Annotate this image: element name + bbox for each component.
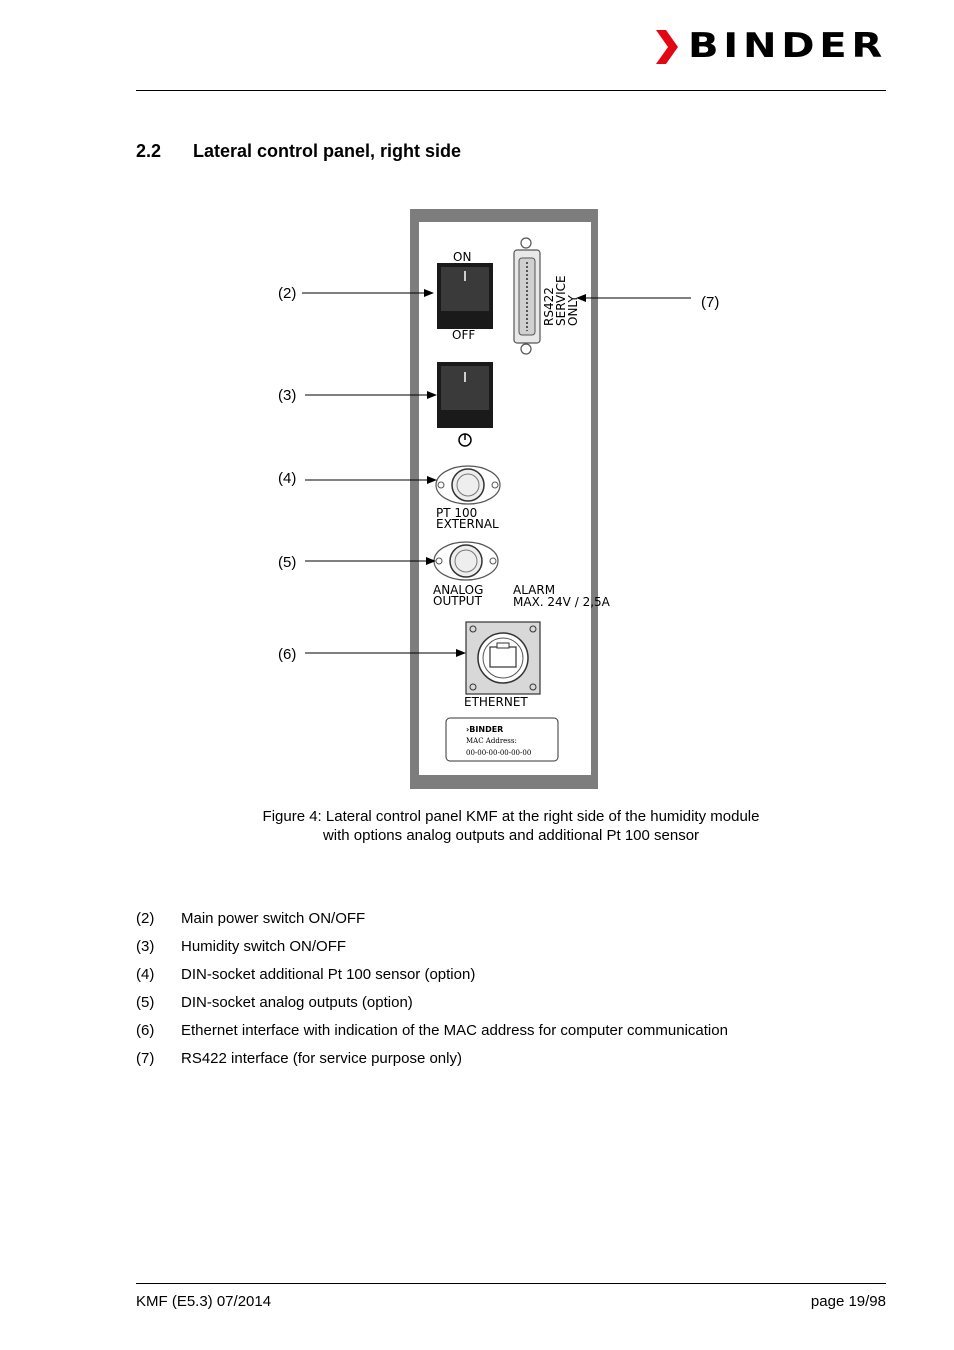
footer-rule	[136, 1283, 886, 1284]
mac-address-value: 00-00-00-00-00-00	[466, 749, 531, 757]
ethernet-port	[465, 621, 541, 695]
ethernet-label: ETHERNET	[464, 695, 528, 709]
pt100-din-socket	[435, 465, 501, 505]
figure-caption-line-2: with options analog outputs and addition…	[322, 826, 700, 844]
list-item-text: Humidity switch ON/OFF	[181, 938, 347, 955]
section-number: 2.2	[136, 141, 162, 161]
callout-3: (3)	[278, 387, 296, 404]
list-item-number: (5)	[136, 994, 155, 1011]
callout-5: (5)	[278, 554, 296, 571]
header-rule	[136, 90, 886, 91]
figure-caption: Figure 4: Lateral control panel KMF at t…	[136, 808, 886, 845]
mac-address-sticker	[445, 717, 559, 762]
list-item: (3) Humidity switch ON/OFF	[136, 934, 886, 962]
list-item-text: DIN-socket analog outputs (option)	[181, 994, 413, 1011]
pt100-external-label: EXTERNAL	[436, 517, 499, 531]
humidity-symbol-icon	[458, 433, 472, 447]
rs422-label: RS422 SERVICE ONLY	[542, 275, 580, 326]
analog-label: ANALOG	[433, 583, 483, 597]
list-item-number: (2)	[136, 910, 155, 927]
svg-text:RS422: RS422	[542, 287, 556, 326]
brand-name: BINDER	[688, 26, 888, 66]
footer-page-number: page 19/98	[810, 1293, 886, 1310]
switch-on-label: ON	[453, 250, 471, 264]
figure-caption-line-1: Figure 4: Lateral control panel KMF at t…	[262, 808, 760, 825]
list-item-text: DIN-socket additional Pt 100 sensor (opt…	[181, 966, 476, 983]
list-item: (7) RS422 interface (for service purpose …	[136, 1046, 886, 1074]
alarm-rating-label: MAX. 24V / 2,5A	[513, 595, 611, 609]
main-power-switch	[437, 263, 493, 329]
list-item-number: (7)	[136, 1050, 155, 1067]
mac-brand-label: ›BINDER	[466, 725, 503, 734]
callout-2: (2)	[278, 285, 296, 302]
list-item: (6) Ethernet interface with indication of…	[136, 1018, 886, 1046]
list-item-number: (6)	[136, 1022, 155, 1039]
callout-7: (7)	[701, 294, 719, 311]
list-item: (2) Main power switch ON/OFF	[136, 906, 886, 934]
callout-6: (6)	[278, 646, 296, 663]
mac-address-title: MAC Address:	[466, 737, 517, 745]
section-heading: 2.2 Lateral control panel, right side	[136, 141, 461, 162]
brand-chevron-icon	[656, 30, 678, 64]
switch-off-label: OFF	[452, 328, 475, 342]
list-item-number: (3)	[136, 938, 155, 955]
list-item: (5) DIN-socket analog outputs (option)	[136, 990, 886, 1018]
binder-logo: BINDER	[656, 26, 886, 66]
callout-4: (4)	[278, 470, 296, 487]
list-item-text: Ethernet interface with indication of th…	[181, 1022, 728, 1039]
list-item-text: RS422 interface (for service purpose onl…	[181, 1050, 462, 1067]
footer-document-id: KMF (E5.3) 07/2014	[136, 1293, 272, 1310]
svg-text:ONLY: ONLY	[566, 294, 580, 326]
pt100-label: PT 100	[436, 506, 477, 520]
list-item-text: Main power switch ON/OFF	[181, 910, 366, 927]
analog-output-label: OUTPUT	[433, 594, 483, 608]
list-item: (4) DIN-socket additional Pt 100 sensor (…	[136, 962, 886, 990]
section-title: Lateral control panel, right side	[193, 141, 462, 161]
legend-list: (2) Main power switch ON/OFF (3) Humidity …	[136, 906, 886, 1074]
analog-output-din-socket	[433, 541, 499, 581]
rs422-connector	[513, 237, 541, 355]
list-item-number: (4)	[136, 966, 155, 983]
control-panel-figure: ON OFF RS422 SERVICE ONLY PT 100 EXTERNA…	[278, 209, 719, 789]
alarm-label: ALARM	[513, 583, 555, 597]
svg-text:SERVICE: SERVICE	[554, 275, 568, 326]
humidity-switch	[437, 362, 493, 428]
